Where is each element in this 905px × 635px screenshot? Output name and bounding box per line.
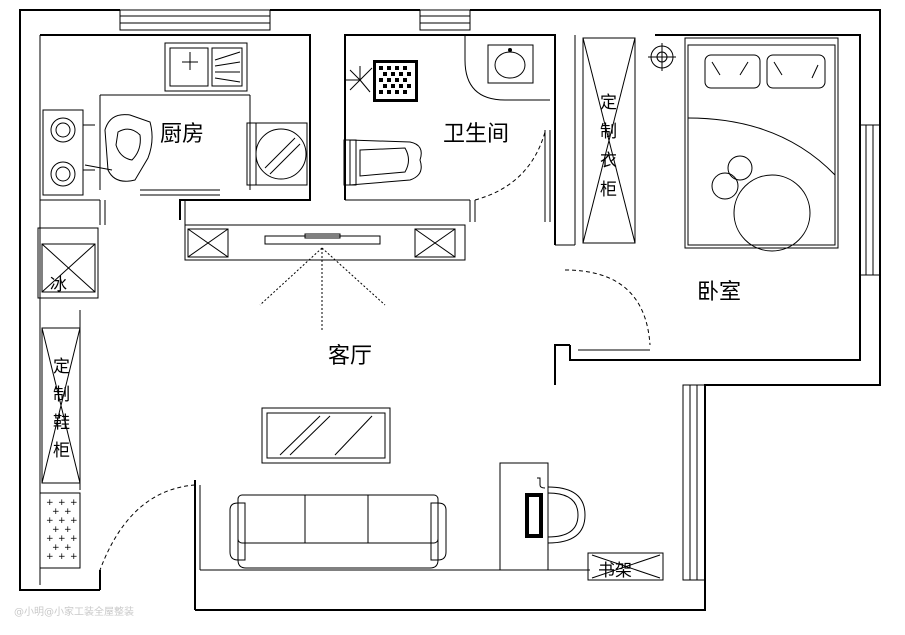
- bookshelf-label: 书架: [598, 561, 632, 581]
- bathroom-label: 卫生间: [443, 122, 509, 147]
- svg-text:+: +: [52, 543, 60, 553]
- wardrobe-char-4: 柜: [600, 180, 617, 200]
- bookshelf: [587, 552, 664, 581]
- svg-text:+: +: [46, 498, 54, 508]
- kitchen-chair-icon: [84, 114, 153, 182]
- living-room-label: 客厅: [328, 344, 372, 369]
- wardrobe-char-1: 定: [600, 93, 617, 113]
- shoe-cabinet-char-1: 定: [53, 357, 70, 377]
- sink-icon: [164, 42, 248, 92]
- svg-text:+: +: [52, 525, 60, 535]
- washing-machine-icon: [246, 122, 308, 186]
- bathroom-door-swing: [474, 131, 546, 201]
- wardrobe-char-2: 制: [600, 122, 617, 142]
- outer-walls: [19, 9, 881, 611]
- kitchen-label: 厨房: [160, 122, 204, 147]
- storage-cabinet: +++ ++ +++ ++ +++ ++ +++: [39, 492, 81, 569]
- entry-door-swing: [99, 484, 196, 571]
- fridge-cabinet: [37, 227, 99, 299]
- sofa: [229, 494, 447, 569]
- bedroom-walls: [554, 34, 861, 385]
- shoe-cabinet: [41, 310, 81, 490]
- svg-text:+: +: [70, 498, 78, 508]
- wardrobe-char-3: 衣: [600, 151, 617, 171]
- watermark: @小明@小家工装全屋整装: [14, 607, 134, 618]
- tv-cabinet: [184, 224, 466, 330]
- bedroom-door-swing: [564, 269, 651, 346]
- svg-text:+: +: [58, 534, 66, 544]
- coffee-table: [261, 407, 391, 464]
- shoe-cabinet-char-3: 鞋: [53, 413, 70, 433]
- svg-text:+: +: [52, 507, 60, 517]
- svg-text:+: +: [58, 516, 66, 526]
- bedroom-window: [859, 124, 881, 276]
- fridge-cabinet-label: 冰: [50, 275, 67, 295]
- svg-text:+: +: [64, 543, 72, 553]
- svg-text:+: +: [46, 552, 54, 562]
- balcony-window: [682, 384, 706, 581]
- bed: [684, 37, 839, 252]
- svg-text:+: +: [58, 498, 66, 508]
- svg-text:+: +: [70, 534, 78, 544]
- ceiling-light-icon: [648, 43, 676, 71]
- plant-icon: [346, 66, 373, 93]
- stove-icon: [42, 109, 95, 196]
- svg-text:+: +: [46, 516, 54, 526]
- desk-chair-icon: [547, 492, 579, 538]
- svg-text:+: +: [64, 507, 72, 517]
- washbasin-icon: [487, 44, 534, 84]
- svg-text:+: +: [46, 534, 54, 544]
- wardrobe: [574, 35, 636, 245]
- bedroom-label: 卧室: [697, 280, 741, 305]
- toilet-icon: [343, 139, 422, 186]
- shower-partition: [464, 35, 550, 101]
- desk-chair-icon: [547, 486, 586, 544]
- floor-drain-icon: [373, 60, 418, 102]
- shoe-cabinet-char-2: 制: [53, 385, 70, 405]
- kitchen-walls: [40, 34, 311, 225]
- desk: [499, 462, 549, 571]
- svg-text:+: +: [64, 525, 72, 535]
- shoe-cabinet-char-4: 柜: [53, 441, 70, 461]
- svg-text:+: +: [70, 516, 78, 526]
- svg-text:+: +: [70, 552, 78, 562]
- svg-text:+: +: [58, 552, 66, 562]
- bathroom-walls: [344, 34, 556, 245]
